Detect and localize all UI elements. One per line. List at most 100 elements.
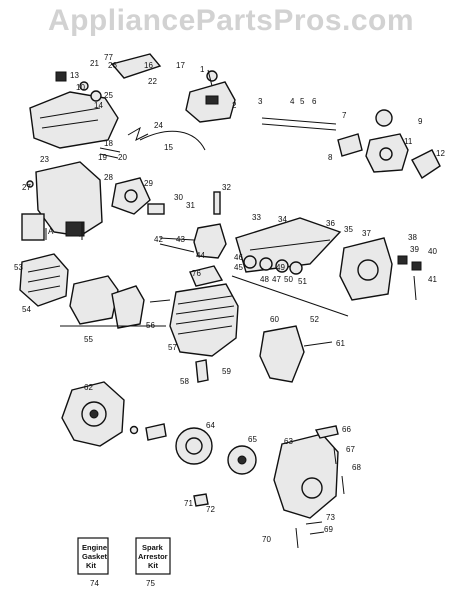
callout-61: 61 (336, 339, 345, 348)
callout-71: 71 (184, 499, 193, 508)
callout-72: 72 (206, 505, 215, 514)
gasket-8[interactable] (337, 133, 363, 157)
gasket-29[interactable] (111, 177, 151, 215)
spacer-30[interactable] (147, 203, 165, 215)
gasket-12[interactable] (411, 149, 441, 180)
callout-34: 34 (278, 215, 287, 224)
callout-67: 67 (346, 445, 355, 454)
callout-42: 42 (154, 235, 163, 244)
callout-75: 75 (146, 579, 155, 588)
screw-69-73[interactable] (305, 521, 325, 535)
bearings-45-51[interactable] (243, 255, 303, 275)
callout-18: 18 (104, 139, 113, 148)
spark-arrestor-kit-box[interactable]: Spark Arrestor Kit (135, 537, 171, 575)
callout-29: 29 (144, 179, 153, 188)
wire-61[interactable] (303, 341, 333, 347)
fuel-line-15[interactable] (139, 130, 206, 151)
callout-27: 27 (22, 183, 31, 192)
gasket-76[interactable] (189, 265, 224, 287)
screw-1[interactable] (207, 69, 213, 87)
callout-64: 64 (206, 421, 215, 430)
callout-37: 37 (362, 229, 371, 238)
callout-19: 19 (98, 153, 107, 162)
carburetor[interactable] (365, 133, 409, 173)
fuel-tank[interactable] (185, 81, 236, 123)
callout-25: 25 (104, 91, 113, 100)
callout-33: 33 (252, 213, 261, 222)
crankcase-37[interactable] (339, 237, 393, 301)
bracket-66[interactable] (314, 425, 339, 439)
engine-gasket-kit-line2: Gasket (82, 552, 108, 561)
callout-47: 47 (272, 275, 281, 284)
screw-18-19-20[interactable] (99, 147, 121, 159)
spark-plug-58[interactable] (195, 359, 209, 383)
callout-45: 45 (234, 263, 243, 272)
rod-3-4-6[interactable] (261, 117, 337, 131)
callout-73: 73 (326, 513, 335, 522)
nut-13[interactable] (55, 71, 67, 82)
callout-10: 10 (76, 83, 85, 92)
screw-10[interactable] (79, 81, 89, 91)
pin-41[interactable] (413, 275, 417, 301)
callout-74: 74 (90, 579, 99, 588)
callout-56: 56 (146, 321, 155, 330)
engine-gasket-kit-line1: Engine (82, 543, 107, 552)
label-A[interactable] (21, 213, 45, 241)
air-filter-element[interactable] (110, 53, 162, 79)
callout-2: 2 (232, 101, 237, 110)
callout-77: 77 (104, 53, 113, 62)
screw-56[interactable] (149, 299, 171, 303)
clutch-65[interactable] (227, 445, 257, 475)
callout-14: 14 (94, 101, 103, 110)
callout-39: 39 (410, 245, 419, 254)
callout-49: 49 (276, 263, 285, 272)
washer-25[interactable] (90, 90, 102, 102)
screw-67-68[interactable] (333, 447, 345, 495)
callout-9: 9 (418, 117, 423, 126)
callout-65: 65 (248, 435, 257, 444)
spring-24[interactable] (127, 126, 149, 141)
drive-shaft-78[interactable] (145, 423, 167, 441)
air-cleaner-cover[interactable] (29, 91, 119, 149)
fuel-cap[interactable] (206, 70, 218, 82)
callout-22: 22 (148, 77, 157, 86)
muffler-cover-53[interactable] (19, 253, 69, 307)
nut-39-40[interactable] (397, 255, 422, 271)
clip-71-72[interactable] (193, 493, 209, 507)
callout-20: 20 (118, 153, 127, 162)
callout-4: 4 (290, 97, 295, 106)
callout-51: 51 (298, 277, 307, 286)
callout-labels: 1 2 3 4 5 6 7 8 9 10 11 12 13 14 15 16 1… (14, 53, 445, 588)
cylinder-57[interactable] (169, 283, 239, 357)
ignition-module-60[interactable] (259, 325, 305, 383)
callout-41: 41 (428, 275, 437, 284)
callout-3: 3 (258, 97, 263, 106)
screw-27[interactable] (26, 180, 34, 188)
callout-28: 28 (104, 173, 113, 182)
crankshaft-33[interactable] (235, 217, 342, 273)
flywheel-62[interactable] (61, 381, 125, 447)
clutch-housing-63[interactable] (273, 433, 339, 519)
callout-17: 17 (176, 61, 185, 70)
callout-26: 26 (108, 61, 117, 70)
callout-57: 57 (168, 343, 177, 352)
spark-plug-32[interactable] (213, 191, 221, 215)
piston-assembly-44[interactable] (193, 223, 227, 259)
muffler-55[interactable] (69, 275, 145, 329)
callout-1: 1 (200, 65, 205, 74)
engine-shroud-28[interactable] (35, 161, 103, 237)
callout-16: 16 (144, 61, 153, 70)
callout-32: 32 (222, 183, 231, 192)
engine-gasket-kit-box[interactable]: Engine Gasket Kit (77, 537, 109, 575)
washer-79[interactable] (129, 425, 139, 435)
screw-70[interactable] (295, 527, 299, 549)
throttle-linkage-52[interactable] (375, 109, 393, 127)
clutch-drum-64[interactable] (175, 427, 213, 465)
callout-24: 24 (154, 121, 163, 130)
callout-69: 69 (324, 525, 333, 534)
callout-59: 59 (222, 367, 231, 376)
callout-55: 55 (84, 335, 93, 344)
engine-gasket-kit-line3: Kit (86, 561, 97, 570)
callout-21: 21 (90, 59, 99, 68)
